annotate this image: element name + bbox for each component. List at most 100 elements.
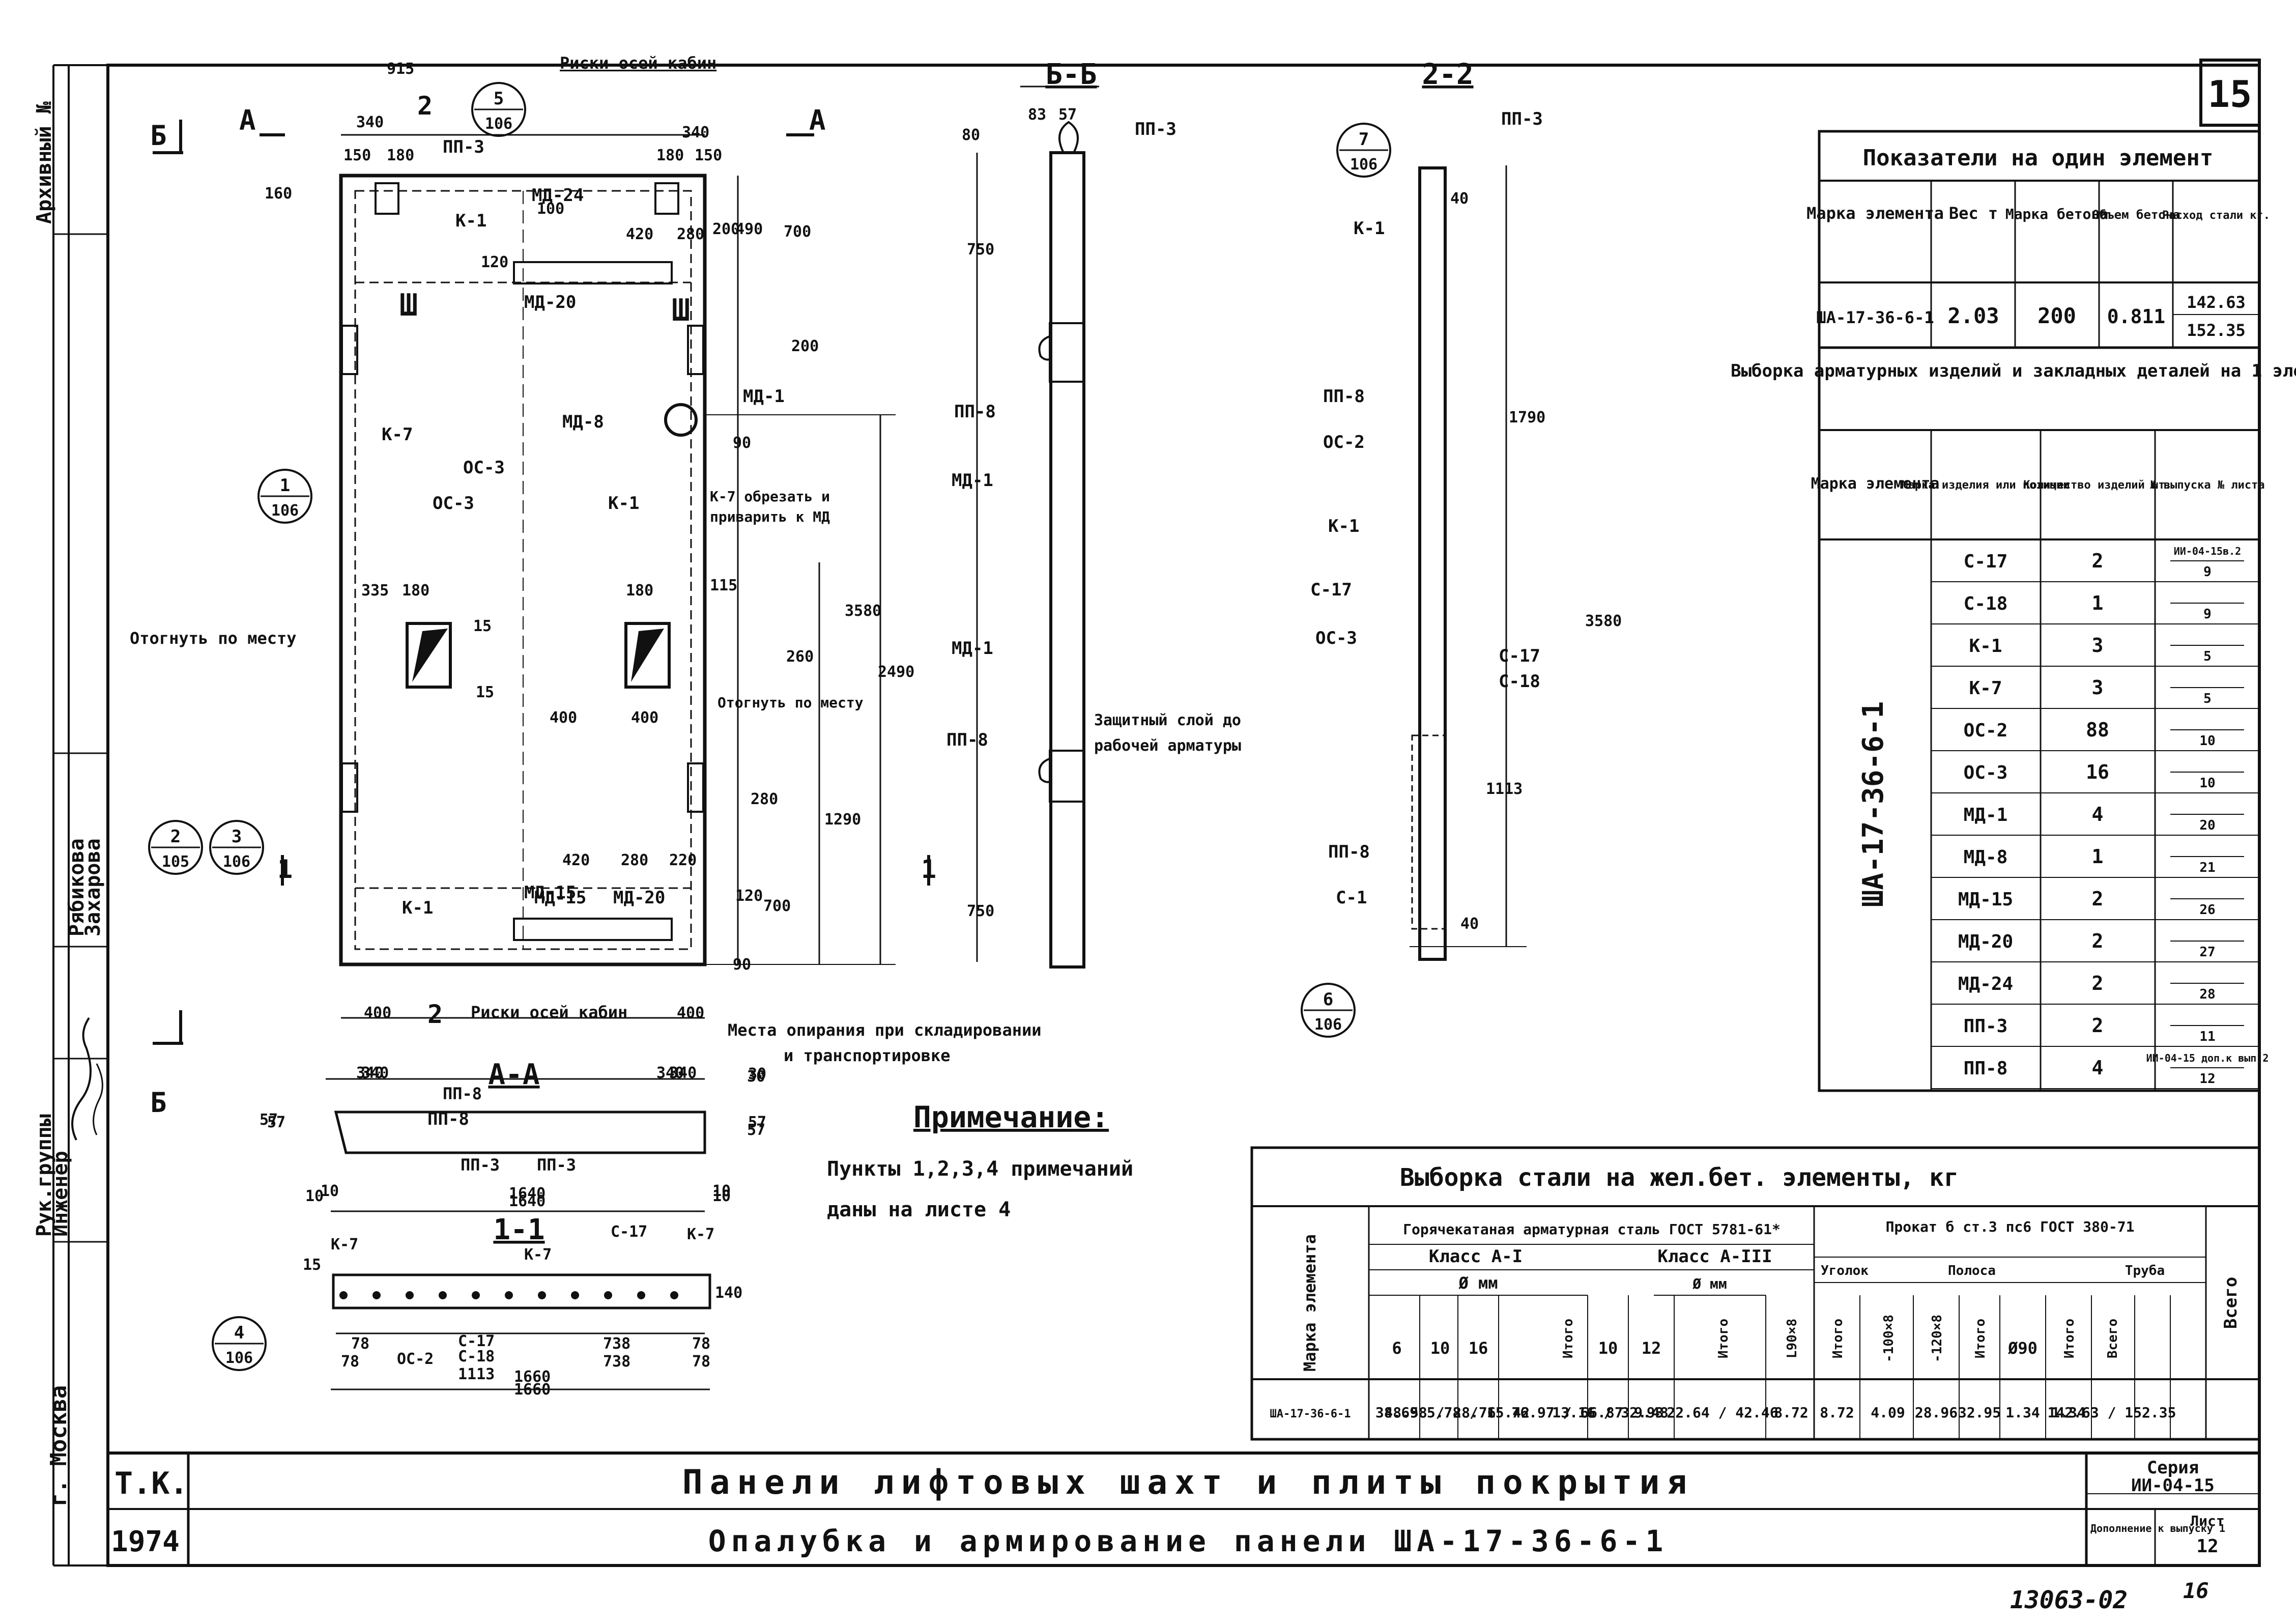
tb-sheet-label: Лист bbox=[2190, 1513, 2224, 1529]
bb-label: ПП-3 bbox=[1135, 119, 1176, 139]
callout-circle bbox=[471, 82, 526, 137]
sheet-number: 15 bbox=[2208, 73, 2252, 116]
plan-dimension: 10 bbox=[712, 1182, 731, 1200]
sel-row-sheet: 27 bbox=[2199, 945, 2215, 960]
bb-label: МД-1 bbox=[952, 638, 993, 659]
protect-note-1: Защитный слой до bbox=[1094, 711, 1241, 729]
sel-row-item: ОС-2 bbox=[1964, 720, 2008, 741]
s11-label: К-7 bbox=[524, 1246, 552, 1264]
steel-subheader: -100×8 bbox=[1881, 1315, 1897, 1362]
sel-row-qty: 2 bbox=[2092, 550, 2104, 572]
rebar-dot bbox=[339, 1291, 348, 1299]
plan-label: МД-1 bbox=[743, 386, 785, 407]
steel-rolled: Прокат б ст.3 пс6 ГОСТ 380-71 bbox=[1886, 1218, 2135, 1235]
panel-outline bbox=[339, 174, 707, 966]
sel-row-qty: 4 bbox=[2092, 1057, 2104, 1079]
sel-row-item: С-17 bbox=[1964, 551, 2008, 572]
plan-label: К-1 bbox=[608, 493, 639, 514]
sel-row-item: К-1 bbox=[1969, 636, 2002, 657]
sec-mark-a-right: А bbox=[809, 104, 826, 136]
steel-subheader: 10 bbox=[1598, 1339, 1618, 1358]
sec-mark-1-right: 1 bbox=[921, 855, 936, 884]
plan-dimension: 700 bbox=[763, 897, 791, 915]
svg-text:Ш: Ш bbox=[672, 293, 690, 328]
plan-dimension: 420 bbox=[562, 851, 590, 869]
s11-title: 1-1 bbox=[493, 1213, 544, 1246]
s22-label: К-1 bbox=[1328, 516, 1359, 536]
rebar-dot bbox=[372, 1291, 381, 1299]
aa-title: А-А bbox=[488, 1058, 539, 1091]
callout-circle bbox=[209, 820, 264, 875]
plan-dimension: 90 bbox=[733, 956, 751, 974]
plan-dimension: 400 bbox=[631, 709, 658, 727]
steel-dia-3: Ø мм bbox=[1692, 1275, 1727, 1292]
plan-label: МД-20 bbox=[524, 292, 576, 312]
steel-row-value: 4.09 bbox=[1871, 1404, 1905, 1421]
plan-dimension: 335 bbox=[361, 582, 389, 600]
plan-dimension: 90 bbox=[733, 434, 751, 452]
md-20-top bbox=[513, 261, 673, 284]
top-note: Риски осей кабин bbox=[560, 53, 716, 73]
plan-dimension: 1640 bbox=[509, 1185, 546, 1203]
plan-dimension: 490 bbox=[735, 220, 763, 238]
plan-dimension: 180 bbox=[626, 582, 653, 600]
callout-circle bbox=[1336, 123, 1391, 178]
steel-row-value: 1.34 bbox=[2005, 1404, 2040, 1421]
sec-mark-a-left: А bbox=[239, 104, 256, 136]
callout-sheet: 106 bbox=[1350, 156, 1377, 174]
plan-dimension: 15 bbox=[476, 684, 494, 701]
steel-row-value: 28.96 bbox=[1915, 1404, 1958, 1421]
steel-row-value: 1.34 bbox=[2051, 1404, 2085, 1421]
s11-label: С-17 bbox=[611, 1223, 647, 1241]
plan-label: МД-24 bbox=[532, 185, 584, 206]
callout-number: 2 bbox=[170, 827, 181, 847]
plan-label: ОС-3 bbox=[463, 458, 505, 478]
callout-number: 3 bbox=[232, 827, 242, 847]
bb-dimension: 57 bbox=[1058, 106, 1077, 124]
sel-row-sheet: 5 bbox=[2203, 649, 2212, 664]
sec-mark-b-top: Б bbox=[150, 120, 167, 152]
plan-dimension: 180 bbox=[402, 582, 429, 600]
plan-dimension: 100 bbox=[537, 200, 564, 218]
steel-row-value: 13.16 / 32.93 bbox=[1552, 1404, 1663, 1421]
sel-row-item: ПП-3 bbox=[1964, 1016, 2008, 1037]
plan-label: МД-15 bbox=[524, 882, 576, 903]
tb-series: ИИ-04-15 bbox=[2131, 1475, 2215, 1496]
steel-table: Выборка стали на жел.бет. элементы, кг М… bbox=[1250, 1146, 2261, 1441]
sel-row-qty: 1 bbox=[2092, 845, 2104, 868]
aa-dimension: 340 bbox=[356, 1064, 384, 1082]
s11-label: К-7 bbox=[687, 1226, 714, 1243]
stamp-name-2: Захарова bbox=[81, 838, 105, 936]
k7-note-1: К-7 обрезать и bbox=[710, 488, 830, 505]
s11-label: К-7 bbox=[331, 1236, 358, 1254]
sel-row-sheet: 11 bbox=[2199, 1029, 2215, 1044]
plan-dimension: 115 bbox=[710, 577, 737, 594]
s22-label: ПП-3 bbox=[1501, 109, 1543, 129]
selection-title: Выборка арматурных изделий и закладных д… bbox=[1731, 361, 2296, 381]
stamp-engineer: Инженер bbox=[49, 1151, 72, 1237]
steel-angle: Уголок bbox=[1821, 1263, 1869, 1278]
steel-subheader: 6 bbox=[1392, 1339, 1401, 1358]
callout-sheet: 106 bbox=[225, 1349, 253, 1367]
aa-label: ПП-8 bbox=[443, 1084, 482, 1103]
steel-subheader: L90×8 bbox=[1785, 1319, 1800, 1358]
sel-row-item: МД-20 bbox=[1958, 931, 2013, 952]
steel-subheader: Итого bbox=[1561, 1319, 1576, 1358]
aa-label: ПП-3 bbox=[461, 1155, 500, 1175]
steel-subheader: Ø90 bbox=[2007, 1339, 2037, 1358]
sel-row-item: МД-24 bbox=[1958, 974, 2013, 994]
sel-row-sheet: 20 bbox=[2199, 818, 2215, 833]
bb-title: Б-Б bbox=[1045, 58, 1097, 91]
sel-row-qty: 2 bbox=[2092, 930, 2104, 952]
sel-row-qty: 2 bbox=[2092, 1014, 2104, 1037]
steel-subheader: Итого bbox=[2062, 1319, 2077, 1358]
sel-row-qty: 2 bbox=[2092, 888, 2104, 910]
opening-right bbox=[624, 622, 671, 689]
note-text-1: Пункты 1,2,3,4 примечаний bbox=[827, 1157, 1133, 1181]
s22-dimension: 3580 bbox=[1585, 612, 1622, 630]
tb-subtitle: Опалубка и армирование панели ША-17-36-6… bbox=[708, 1524, 1669, 1558]
left-stamp: Архивный № Рук.группы Инженер Рябикова З… bbox=[33, 64, 108, 1567]
s11-label: С-18 bbox=[458, 1348, 495, 1365]
ind-h-concrete: Марка бетона bbox=[2005, 206, 2108, 222]
bb-label: МД-1 bbox=[952, 470, 993, 491]
